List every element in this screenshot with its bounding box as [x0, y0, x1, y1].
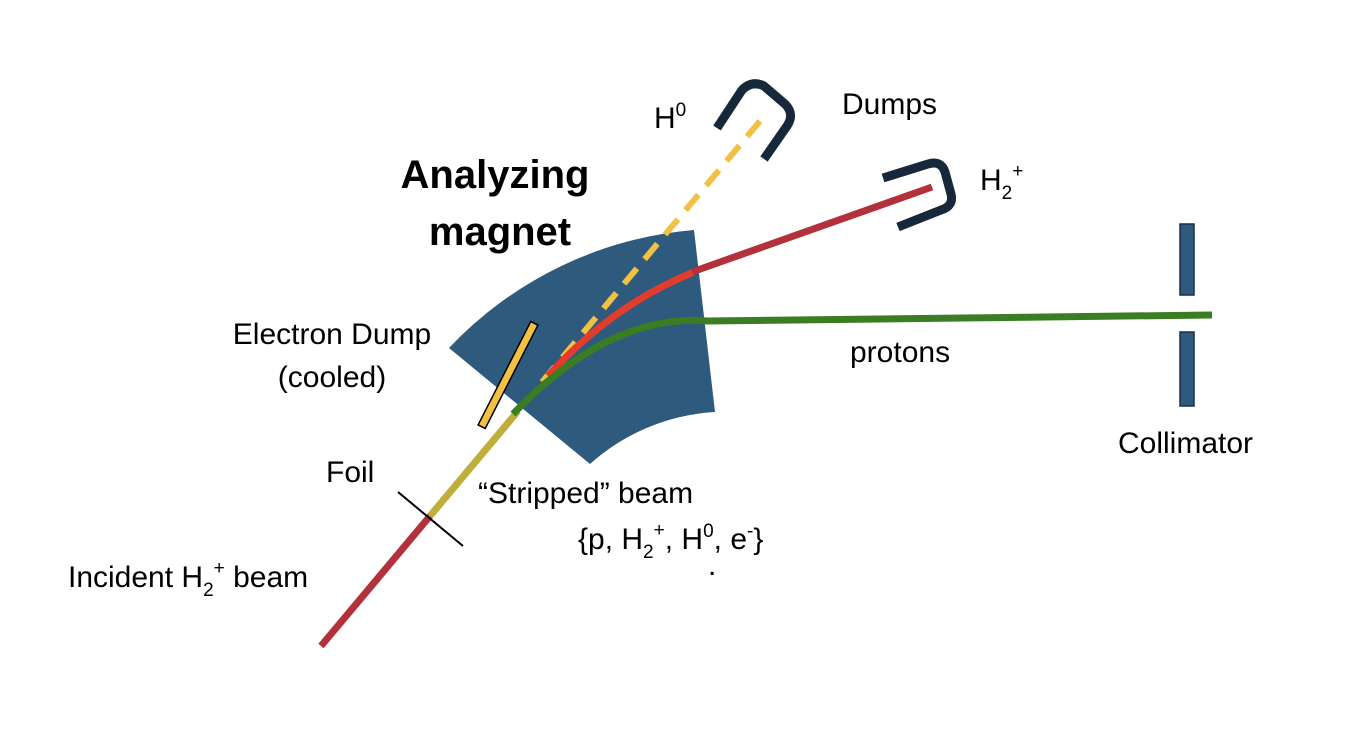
h2-beam-inside-magnet	[545, 268, 696, 379]
collimator-label: Collimator	[1118, 427, 1253, 460]
incident-beam	[318, 513, 433, 649]
dumps-label: Dumps	[842, 88, 937, 121]
stripped-beam-label-line1: “Stripped” beam	[478, 477, 693, 510]
analyzing-magnet	[449, 230, 715, 464]
electron-dump-label-line2: (cooled)	[278, 361, 386, 394]
h2-plus-label: H2+	[980, 161, 1023, 204]
stray-dot: .	[708, 549, 716, 582]
stripped-beam-label-line2: {p, H2+, H0, e-}	[578, 520, 763, 563]
collimator-lower-jaw	[1179, 331, 1195, 407]
h2-beam-outside	[690, 183, 934, 276]
electron-dump-label-line1: Electron Dump	[233, 318, 431, 351]
h2-dump	[881, 158, 956, 232]
h0-label: H0	[654, 100, 686, 135]
h0-beam	[539, 113, 768, 384]
analyzing-magnet-label-line1: Analyzing	[401, 153, 590, 197]
proton-beam	[510, 311, 1213, 417]
incident-beam-label: Incident H2+ beam	[68, 558, 308, 601]
foil	[397, 491, 464, 547]
electron-dump	[477, 320, 539, 430]
protons-label: protons	[850, 336, 950, 369]
stripped-beam	[427, 408, 521, 519]
analyzing-magnet-label-line2: magnet	[429, 210, 571, 254]
foil-label: Foil	[326, 456, 374, 489]
collimator-upper-jaw	[1179, 223, 1195, 296]
h0-dump	[713, 79, 795, 162]
